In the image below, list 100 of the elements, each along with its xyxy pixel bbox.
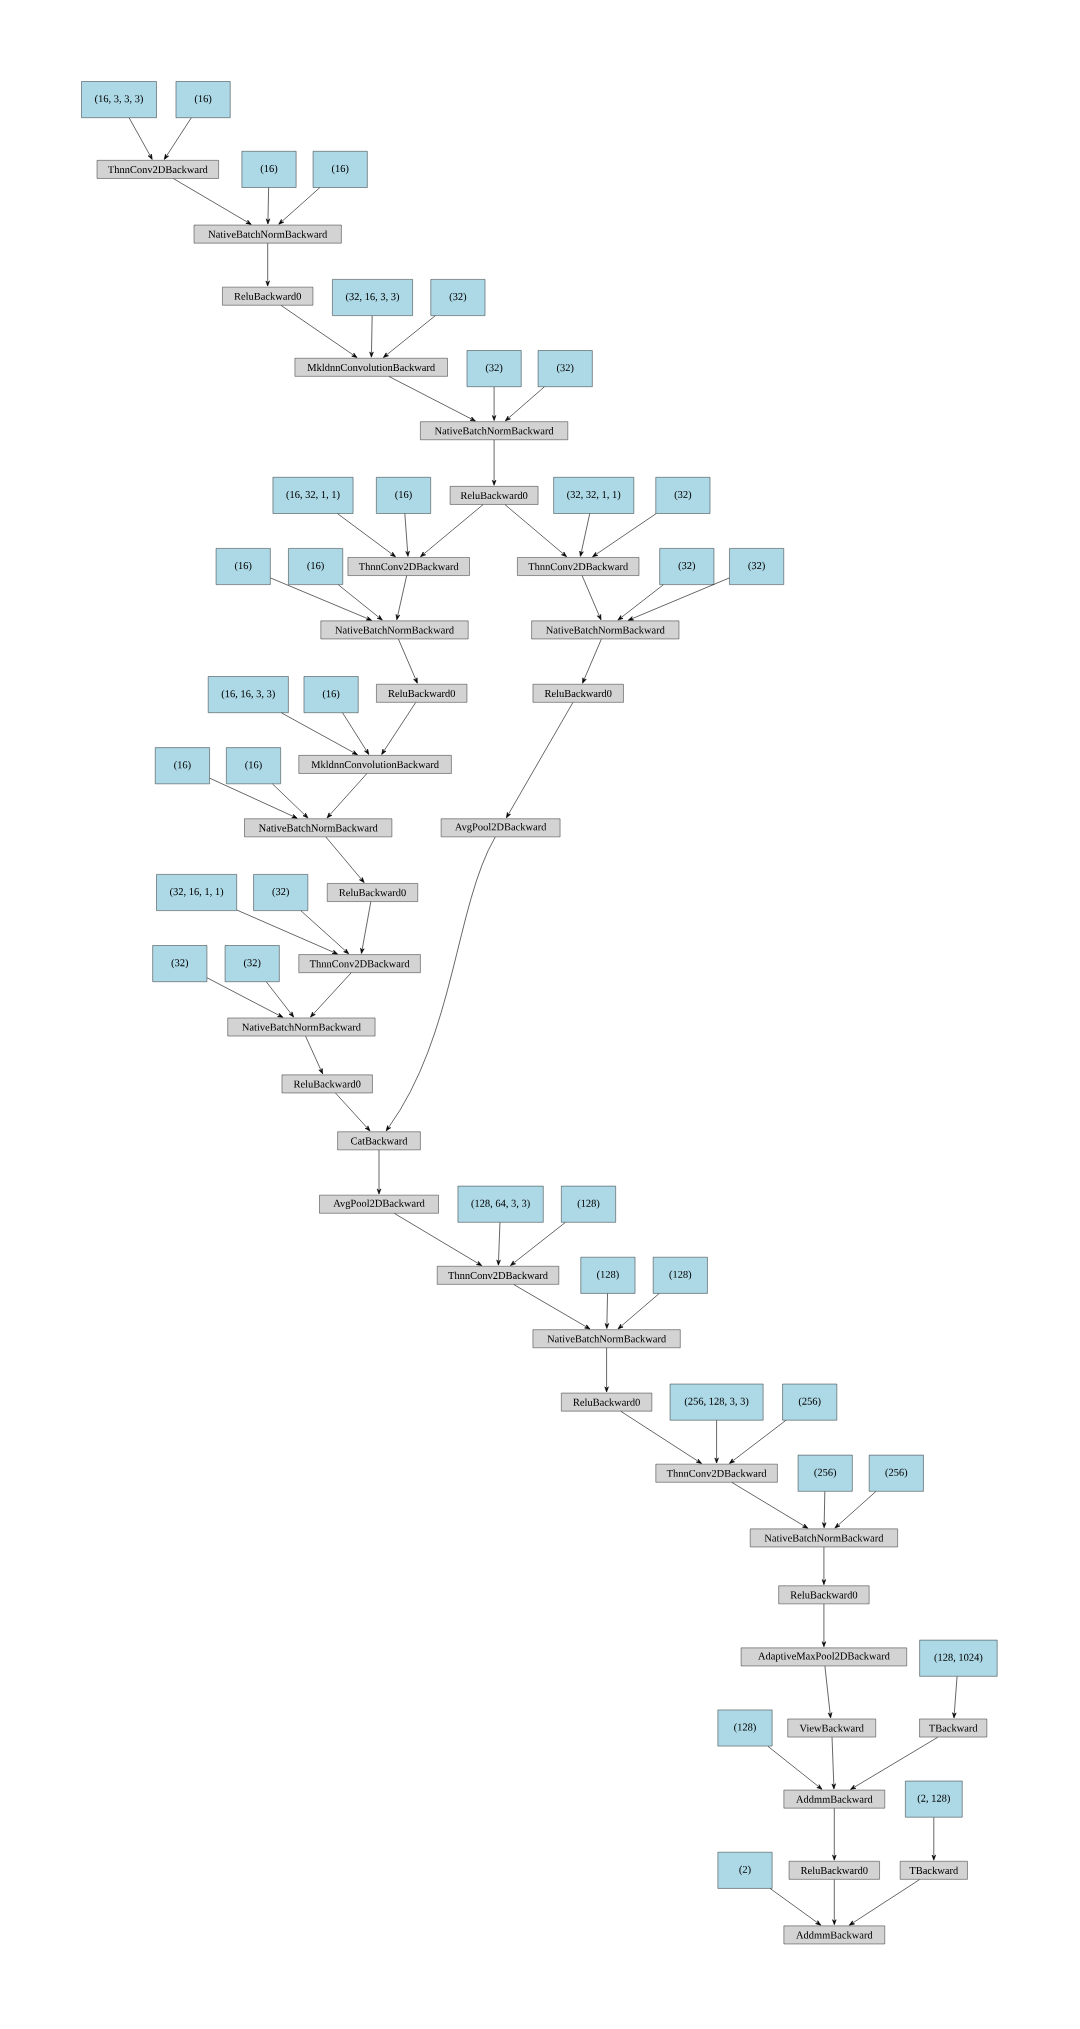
arrow (383, 315, 436, 358)
arrow (617, 584, 664, 621)
arrow (128, 117, 153, 160)
operation-box: ThnnConv2DBackward (298, 954, 421, 973)
arrow (604, 1347, 609, 1393)
arrow (510, 1222, 566, 1266)
arrow (931, 1817, 936, 1861)
arrow (770, 1888, 822, 1926)
operation-box: ReluBackward0 (222, 286, 314, 306)
operation-box: NativeBatchNormBackward (227, 1017, 376, 1037)
parameter-box: (128) (717, 1709, 773, 1747)
arrow (850, 1736, 939, 1790)
parameter-box: (32) (430, 279, 486, 316)
arrow (821, 1603, 827, 1648)
parameter-box: (256) (868, 1454, 924, 1492)
arrow (266, 981, 294, 1018)
operation-box: ThnnConv2DBackward (347, 557, 470, 576)
parameter-box: (16) (241, 151, 297, 188)
operation-box: NativeBatchNormBackward (193, 224, 342, 244)
arrow (300, 910, 349, 955)
operation-box: AvgPool2DBackward (440, 818, 561, 838)
arrow (604, 1293, 610, 1329)
arrow (369, 315, 374, 358)
parameter-box: (256) (782, 1383, 838, 1421)
arrow (326, 773, 368, 819)
parameter-box: (2, 128) (905, 1780, 963, 1818)
arrow (360, 901, 372, 954)
parameter-box: (32) (152, 945, 208, 982)
arrow (834, 1491, 877, 1529)
arrow (505, 386, 545, 422)
arrow (729, 1420, 787, 1464)
operation-box: AdaptiveMaxPool2DBackward (740, 1647, 907, 1667)
arrow (822, 1491, 827, 1529)
arrow (385, 836, 496, 1132)
arrow (627, 577, 730, 621)
arrow (278, 187, 320, 225)
operation-box: AvgPool2DBackward (319, 1194, 439, 1214)
operation-box: NativeBatchNormBackward (531, 620, 680, 640)
arrow (491, 386, 497, 421)
operation-box: ThnnConv2DBackward (517, 557, 640, 576)
parameter-box: (2) (717, 1852, 773, 1889)
operation-box: MkldnnConvolutionBackward (298, 755, 452, 774)
arrow (270, 577, 372, 621)
parameter-box: (32) (659, 548, 715, 585)
parameter-box: (16) (226, 747, 281, 784)
parameter-box: (32) (655, 477, 711, 514)
arrow (506, 702, 574, 819)
parameter-box: (32) (466, 350, 522, 387)
arrow (496, 1222, 501, 1266)
arrow (164, 117, 192, 160)
arrow (395, 575, 407, 621)
arrow (376, 1149, 382, 1195)
parameter-box: (16) (155, 747, 210, 784)
parameter-box: (16) (376, 477, 431, 514)
operation-box: NativeBatchNormBackward (420, 421, 568, 440)
arrow (582, 638, 602, 684)
parameter-box: (128, 64, 3, 3) (457, 1185, 544, 1223)
operation-box: ThnnConv2DBackward (655, 1463, 778, 1483)
parameter-box: (32, 16, 3, 3) (332, 279, 413, 316)
operation-box: NativeBatchNormBackward (532, 1329, 681, 1348)
parameter-box: (128, 1024) (919, 1639, 998, 1677)
operation-box: NativeBatchNormBackward (320, 620, 469, 640)
arrow (832, 1879, 837, 1926)
parameter-box: (32) (224, 945, 280, 982)
parameter-box: (16) (288, 548, 343, 585)
operation-box: ReluBackward0 (561, 1392, 653, 1412)
arrow (305, 1035, 323, 1075)
arrow (338, 584, 383, 621)
arrow (388, 376, 476, 422)
arrow (714, 1420, 719, 1464)
arrow (280, 305, 358, 358)
arrow (581, 575, 602, 621)
parameter-box: (256) (797, 1454, 853, 1492)
arrow (310, 972, 352, 1018)
arrow (767, 1746, 823, 1790)
arrow (592, 513, 657, 558)
arrow (335, 1092, 371, 1132)
operation-box: TBackward (919, 1718, 988, 1738)
arrow (579, 513, 590, 557)
arrow (206, 977, 284, 1018)
operation-box: AddmmBackward (783, 1925, 885, 1945)
parameter-box: (32) (729, 548, 784, 585)
operation-box: CatBackward (337, 1131, 421, 1151)
arrow (209, 777, 298, 819)
parameter-box: (16, 16, 3, 3) (208, 676, 289, 713)
arrow (831, 1736, 836, 1790)
arrow (821, 1546, 827, 1585)
operation-box: ViewBackward (787, 1718, 876, 1738)
parameter-box: (16) (175, 81, 231, 118)
arrow (337, 513, 396, 558)
arrow (272, 783, 309, 819)
arrow (731, 1482, 809, 1529)
arrow (504, 504, 567, 557)
operation-box: MkldnnConvolutionBackward (294, 358, 448, 377)
parameter-box: (16, 32, 1, 1) (272, 477, 354, 514)
arrow (325, 836, 365, 883)
arrow (617, 1293, 660, 1330)
arrow (281, 712, 358, 756)
operation-box: ReluBackward0 (788, 1861, 880, 1880)
arrow (849, 1879, 920, 1926)
